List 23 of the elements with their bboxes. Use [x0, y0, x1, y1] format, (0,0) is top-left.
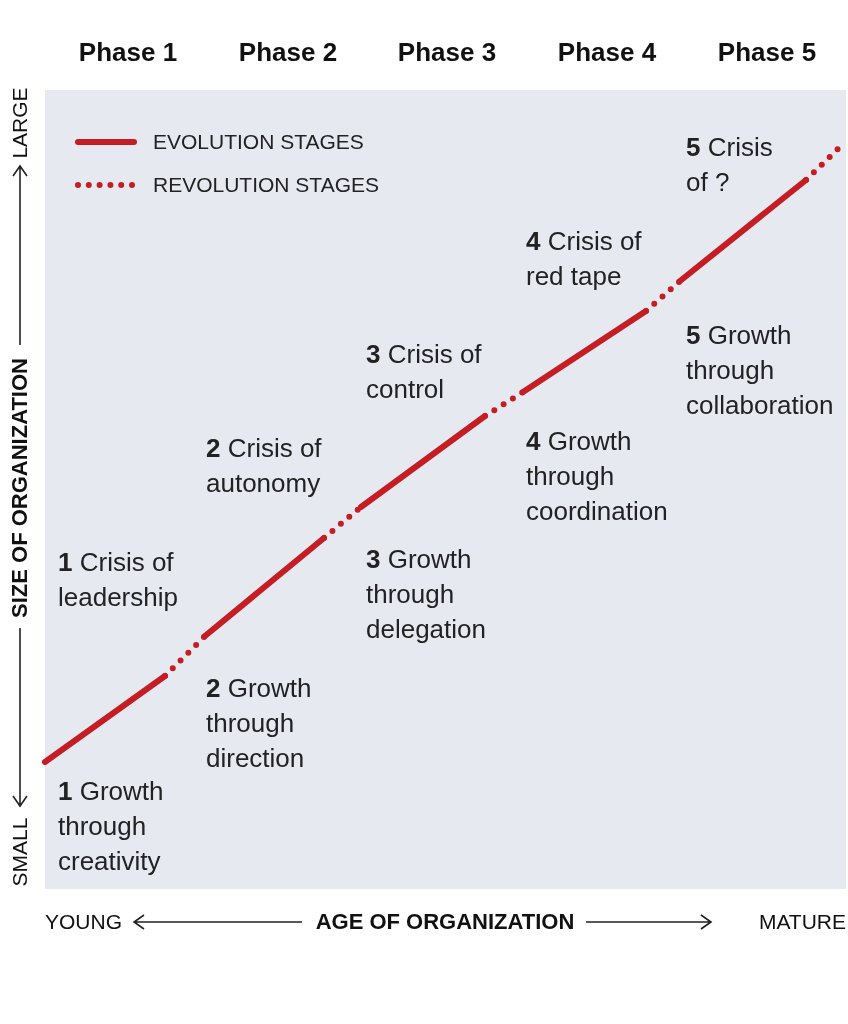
- legend-label: EVOLUTION STAGES: [153, 130, 364, 154]
- phase-heading: Phase 2: [238, 37, 338, 67]
- stage-label: 5 Growth through collaboration: [686, 319, 835, 422]
- axis-title: AGE OF ORGANIZATION: [315, 909, 575, 935]
- axis-title: SIZE OF ORGANIZATION: [8, 358, 32, 618]
- axis-label: YOUNG: [45, 909, 122, 935]
- phase-heading: Phase 3: [397, 37, 497, 67]
- stage-label: 4 Growth through coordination: [526, 425, 669, 528]
- stage-label: 4 Crisis of red tape: [526, 225, 643, 293]
- stage-label: 5 Crisis of ?: [686, 131, 774, 199]
- phase-heading: Phase 4: [557, 37, 657, 67]
- axis-label: SMALL: [8, 817, 32, 887]
- stage-label: 1 Growth through creativity: [58, 775, 165, 878]
- stage-label: 3 Growth through delegation: [366, 543, 487, 646]
- phase-heading: Phase 5: [717, 37, 817, 67]
- stage-label: 2 Crisis of autonomy: [206, 432, 323, 500]
- axis-label: MATURE: [758, 909, 846, 935]
- phase-heading: Phase 1: [78, 37, 178, 67]
- axis-label: LARGE: [8, 87, 32, 159]
- stage-label: 3 Crisis of control: [366, 338, 483, 406]
- stage-label: 1 Crisis of leadership: [58, 546, 179, 614]
- stage-label: 2 Growth through direction: [206, 672, 313, 775]
- legend-label: REVOLUTION STAGES: [153, 173, 379, 197]
